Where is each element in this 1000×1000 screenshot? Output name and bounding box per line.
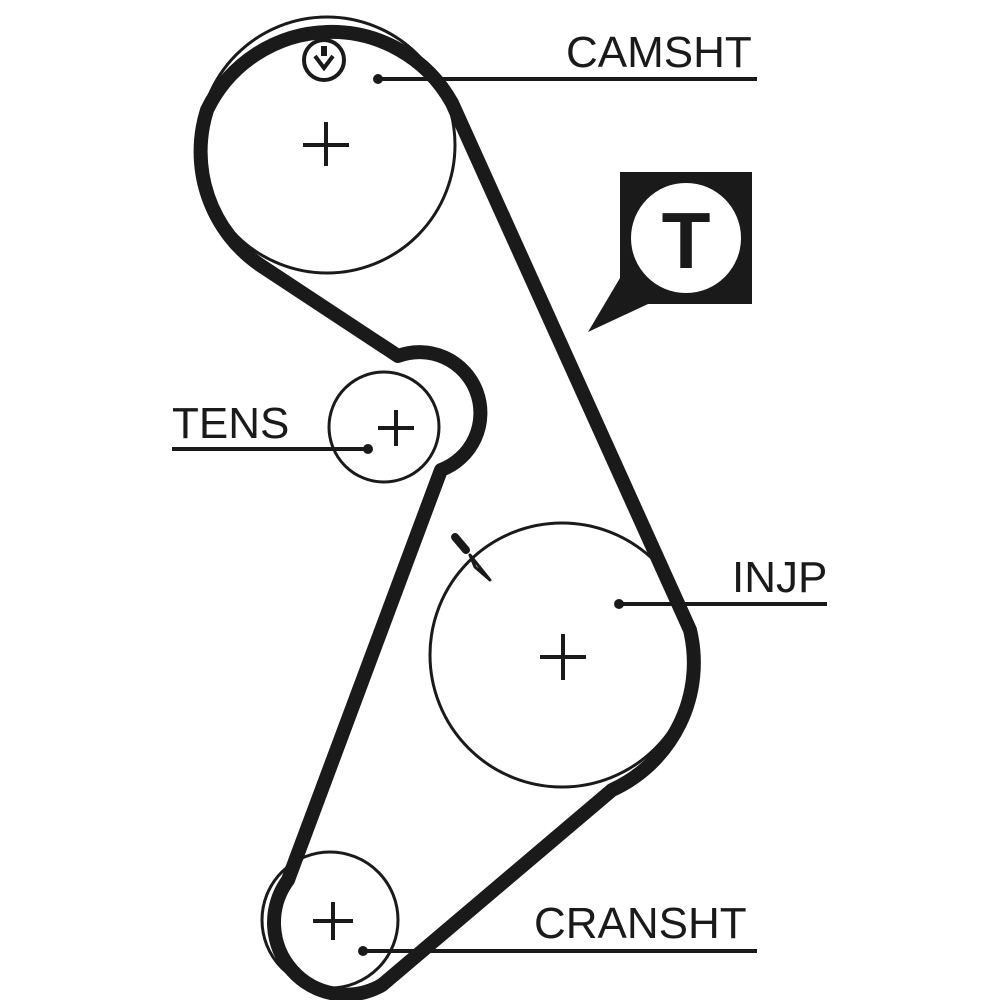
timing-belt (193, 24, 701, 1000)
tensioner-center-icon (378, 410, 414, 446)
camshaft-label: CAMSHT (566, 28, 752, 77)
tensioner-badge: T (588, 172, 752, 332)
crankshaft-leader (358, 946, 757, 956)
crankshaft-center-icon (313, 902, 353, 940)
injection-pump-label: INJP (732, 553, 827, 602)
camshaft-leader (373, 74, 757, 84)
badge-letter: T (662, 196, 711, 285)
injection-pump-center-icon (540, 634, 586, 680)
crankshaft-label: CRANSHT (534, 899, 747, 948)
arrow-mark-icon (451, 533, 492, 582)
camshaft-center-icon (303, 122, 349, 166)
tensioner-leader (172, 444, 373, 454)
timing-mark-icon (302, 38, 346, 82)
tensioner-label: TENS (172, 399, 289, 448)
injection-pump-leader (614, 599, 827, 609)
